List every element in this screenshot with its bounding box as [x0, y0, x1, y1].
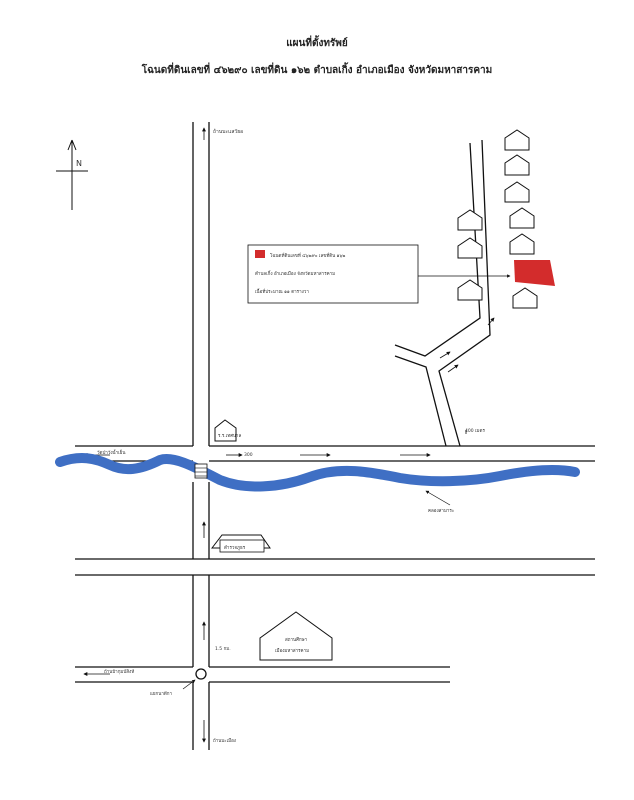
map-subtitle: โฉนดที่ดินเลขที่ ๔๖๒๙๐ เลขที่ดิน ๑๖๒ ตำบ…: [141, 65, 493, 76]
house-icon: [457, 209, 483, 231]
house-icon: [509, 233, 535, 255]
house-icon: [509, 207, 535, 229]
main-road-north: ถ้านบะแสวัยอ: [192, 122, 243, 446]
branch-road: 400 เมตร: [394, 139, 495, 447]
subject-line2: ตำบลเกิ้ง อำเภอเมือง จังหวัดมหาสารคาม: [255, 270, 335, 277]
house-icon: [512, 287, 538, 309]
distance-15km-label: 1.5 กม.: [215, 646, 231, 652]
house-icon: [504, 129, 530, 151]
river: [55, 453, 580, 492]
road-north-label: ถ้านบะแสวัยอ: [213, 128, 243, 135]
main-road-middle: [192, 482, 210, 559]
intersection-label: แยกนาดีกา: [150, 691, 173, 697]
canal-callout: คลองสามาระ: [425, 490, 454, 514]
college-line1: สถานศึกษา: [285, 637, 308, 643]
road-west-label: ถ้านบ้ากุมบ์สิงห์: [104, 668, 134, 675]
school-label: ร.ร.เทศบาล: [218, 433, 241, 439]
second-road: [75, 558, 595, 576]
bridge-icon: [194, 463, 208, 479]
roundabout-icon: [195, 668, 207, 680]
police-label: ตำรวจภูธร: [224, 544, 246, 551]
school-icon: ร.ร.เทศบาล: [214, 419, 241, 442]
map-title: แผนที่ตั้งทรัพย์: [286, 38, 348, 49]
subject-line1: โฉนดที่ดินเลขที่ ๔๖๒๙๐ เลขที่ดิน ๑๖๒: [270, 252, 345, 259]
house-icon: [504, 154, 530, 176]
houses-right: [504, 129, 538, 309]
north-arrow-icon: N: [56, 139, 88, 210]
house-icon: [504, 181, 530, 203]
road-south-label: ถ้านบะเมือง: [213, 737, 236, 744]
college-icon: สถานศึกษา เมืองมหาสารคาม: [259, 611, 333, 661]
house-icon: [457, 279, 483, 301]
north-label: N: [76, 159, 82, 168]
distance-300-label: 300: [244, 452, 253, 458]
bottom-road: ถ้านบ้ากุมบ์สิงห์ แยกนาดีกา: [75, 666, 450, 697]
distance-400-label: 400 เมตร: [465, 428, 485, 434]
subject-line3: เนื้อที่ประมาณ ๑๑ ตารางวา: [255, 288, 309, 295]
house-icon: [457, 237, 483, 259]
subject-info-box: โฉนดที่ดินเลขที่ ๔๖๒๙๐ เลขที่ดิน ๑๖๒ ตำบ…: [247, 244, 511, 304]
houses-left: [457, 209, 483, 301]
subject-plot: [514, 260, 555, 286]
temple-label: วัดป่าวังน้ำเย็น: [97, 448, 125, 456]
college-line2: เมืองมหาสารคาม: [275, 647, 309, 654]
main-road-south: 1.5 กม. ถ้านบะเมือง: [192, 575, 236, 750]
canal-label: คลองสามาระ: [428, 508, 454, 514]
police-station-icon: ตำรวจภูธร: [210, 534, 271, 553]
